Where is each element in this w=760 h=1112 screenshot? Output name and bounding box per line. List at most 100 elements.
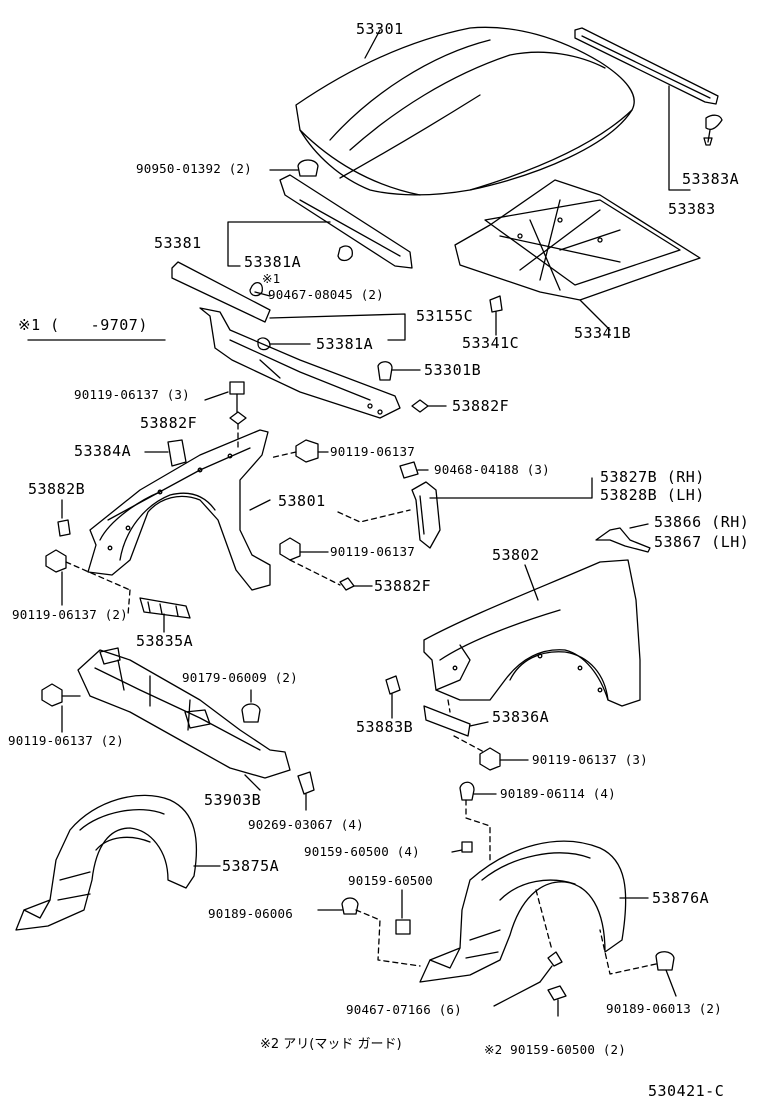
label-53882f-2: 53882F [452, 397, 510, 415]
cushion-53301b [377, 361, 393, 381]
front-fender-lh [423, 559, 641, 707]
leader-53341b [579, 299, 611, 331]
hood-insulator [454, 179, 701, 301]
fender-liner-lh [419, 840, 627, 983]
bolt-90119-3 [229, 381, 245, 395]
label-mark1: ※1 [262, 271, 281, 286]
label-53866: 53866 (RH) [654, 513, 750, 531]
label-90159-60500: 90159-60500 [348, 873, 433, 888]
label-53801: 53801 [278, 492, 326, 510]
label-53341b: 53341B [574, 324, 632, 342]
label-90179-06009: 90179-06009 (2) [182, 670, 298, 685]
fender-liner-rh [15, 794, 198, 931]
label-90467-08045: 90467-08045 (2) [268, 287, 384, 302]
clip-90467-07166 [547, 951, 563, 967]
label-53301b: 53301B [424, 361, 482, 379]
hood-lock-support [171, 261, 401, 419]
label-53876a: 53876A [652, 889, 710, 907]
clip-53381a-2 [257, 337, 271, 351]
label-53875a: 53875A [222, 857, 280, 875]
bracket-53384a [167, 439, 187, 467]
figure-id: 530421-C [648, 1082, 725, 1100]
bolt-90467-08045 [249, 281, 263, 297]
nut-53882f-1 [411, 399, 429, 413]
label-53341c: 53341C [462, 334, 520, 352]
leader-53801 [249, 499, 271, 511]
bolt-90119-2b [41, 683, 63, 707]
hood-front-seal [279, 174, 413, 269]
label-90119-06137-2a: 90119-06137 (2) [12, 607, 128, 622]
label-53301: 53301 [356, 20, 404, 38]
label-53384a: 53384A [74, 442, 132, 460]
label-53383: 53383 [668, 200, 716, 218]
hood-seal-strip [574, 27, 719, 105]
hood-panel [295, 26, 635, 196]
bolt-90159-2 [547, 985, 567, 1001]
leader-53827b [429, 477, 593, 499]
cushion-90179 [241, 703, 261, 723]
label-53882f-3: 53882F [374, 577, 432, 595]
label-53903b: 53903B [204, 791, 262, 809]
clip-90269 [297, 771, 315, 795]
clip-53882b [57, 519, 71, 537]
bolt-90159 [395, 919, 411, 935]
bolt-90119-3b [479, 747, 501, 771]
nut-53882f-3 [339, 577, 355, 591]
fender-bracket-53827b [411, 481, 441, 549]
label-53381a-1: 53381A [244, 253, 302, 271]
leader-53903b [244, 774, 261, 791]
label-90119-06137-b: 90119-06137 [330, 444, 415, 459]
bolt-90119-c [279, 537, 301, 561]
label-53882b: 53882B [28, 480, 86, 498]
label-53828b: 53828B (LH) [600, 486, 705, 504]
bracket-53835a [139, 597, 191, 619]
label-53381: 53381 [154, 234, 202, 252]
label-90119-06137-c: 90119-06137 [330, 544, 415, 559]
label-90189-06114: 90189-06114 (4) [500, 786, 616, 801]
label-53883b: 53883B [356, 718, 414, 736]
clip-53383a [705, 114, 723, 130]
leader-53301 [364, 29, 381, 59]
label-90189-06006: 90189-06006 [208, 906, 293, 921]
clip-53341c [489, 295, 503, 313]
cushion-90950 [297, 159, 319, 177]
label-53383a: 53383A [682, 170, 740, 188]
label-90119-06137-2b: 90119-06137 (2) [8, 733, 124, 748]
nut-90468 [399, 461, 419, 479]
bolt-90119-2a [45, 549, 67, 573]
cushion-90189-06013 [655, 951, 675, 971]
bolt-90159-4 [461, 841, 473, 853]
leader-53383 [668, 85, 691, 191]
cushion-90189-06114 [459, 781, 475, 801]
note-1: ※1 ( -9707) [18, 316, 148, 334]
label-90119-06137-3: 90119-06137 (3) [74, 387, 190, 402]
label-90269-03067: 90269-03067 (4) [248, 817, 364, 832]
seal-53866 [595, 527, 651, 553]
clip-53381a-1 [337, 245, 353, 262]
label-53835a: 53835A [136, 632, 194, 650]
bumper-reinforcement [77, 647, 291, 779]
note-2: ※2 アリ(マッド ガード) [260, 1037, 402, 1052]
front-fender-rh [87, 429, 271, 591]
leader-53381 [227, 221, 331, 267]
bolt-90119-b [295, 439, 319, 463]
label-53381a-2: 53381A [316, 335, 374, 353]
cushion-90189-06006 [341, 897, 359, 915]
leader-53802 [524, 564, 539, 601]
label-90467-07166: 90467-07166 (6) [346, 1002, 462, 1017]
bracket-53836a [423, 705, 471, 737]
label-53836a: 53836A [492, 708, 550, 726]
label-53155c: 53155C [416, 307, 474, 325]
label-90159-60500-4: 90159-60500 (4) [304, 844, 420, 859]
label-90159-60500-2: ※2 90159-60500 (2) [484, 1042, 627, 1057]
label-90119-06137-3b: 90119-06137 (3) [532, 752, 648, 767]
label-53802: 53802 [492, 546, 540, 564]
leader-53155c [269, 313, 406, 341]
label-90950-01392: 90950-01392 (2) [136, 161, 252, 176]
label-90189-06013: 90189-06013 (2) [606, 1001, 722, 1016]
label-53867: 53867 (LH) [654, 533, 750, 551]
label-53882f-1: 53882F [140, 414, 198, 432]
clip-53883b [385, 675, 401, 695]
